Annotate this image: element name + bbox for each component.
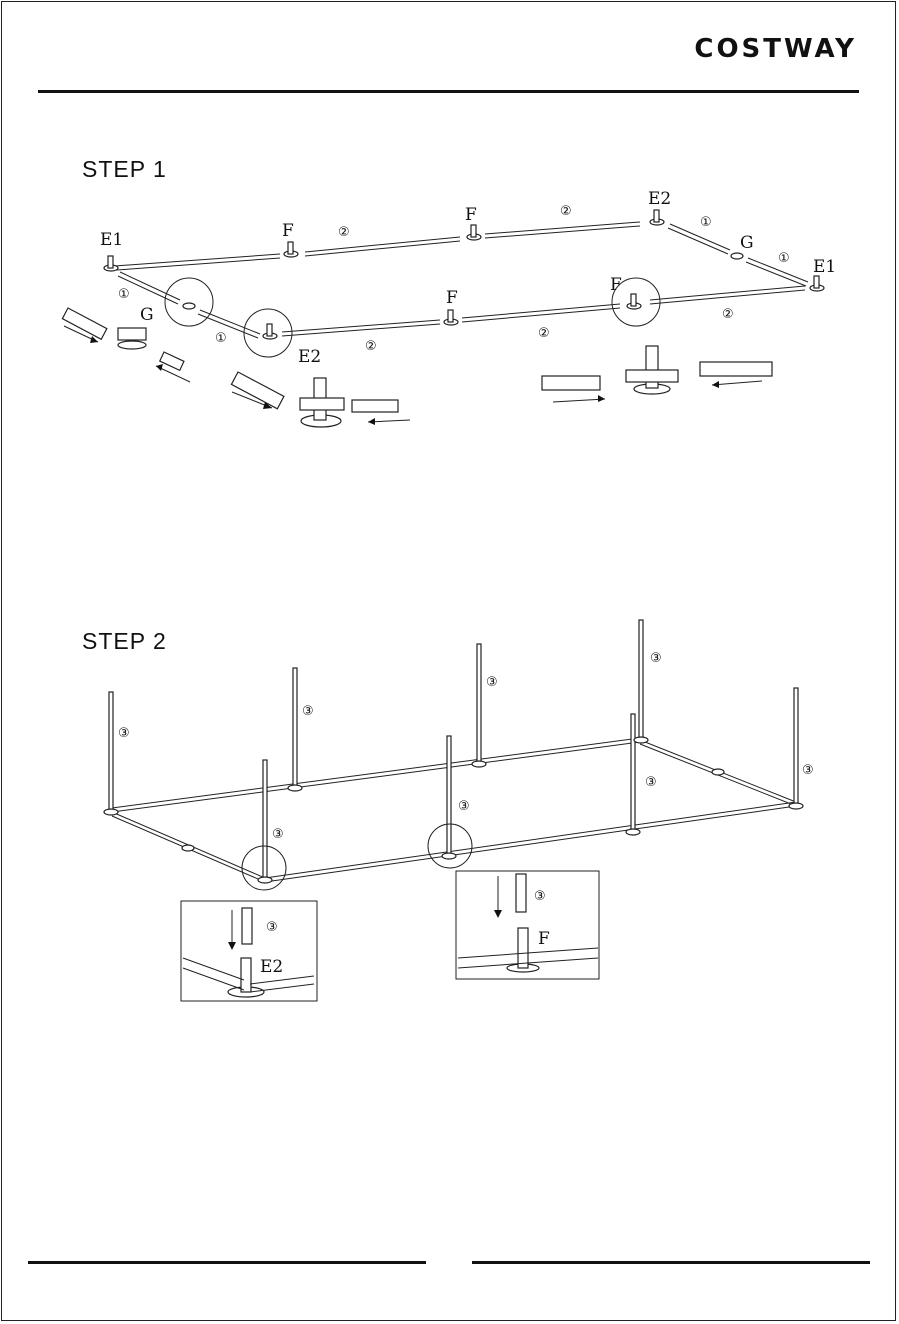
detail-f-part: ③ — [534, 889, 546, 904]
footer-rule-right — [472, 1261, 870, 1264]
part-3-c: ③ — [486, 675, 498, 690]
frame-joints — [104, 737, 803, 883]
detail-box-f: ③ F — [456, 871, 599, 979]
part-3-f: ③ — [645, 775, 657, 790]
part-3-h: ③ — [272, 827, 284, 842]
footer-rule-left — [28, 1261, 426, 1264]
detail-e2-label: E2 — [260, 957, 283, 977]
detail-box-e2: ③ E2 — [181, 901, 317, 1001]
part-3-e: ③ — [802, 763, 814, 778]
uprights — [109, 620, 798, 878]
part-3-b: ③ — [302, 704, 314, 719]
part-3-g: ③ — [458, 799, 470, 814]
part-3-a: ③ — [118, 726, 130, 741]
detail-f-label: F — [538, 929, 550, 949]
detail-e2-part: ③ — [266, 920, 278, 935]
step-2-diagram: ③ ③ ③ ③ ③ ③ ③ ③ ③ E2 ③ F — [0, 0, 899, 1010]
assembled-frame — [112, 738, 796, 882]
part-3-d: ③ — [650, 651, 662, 666]
